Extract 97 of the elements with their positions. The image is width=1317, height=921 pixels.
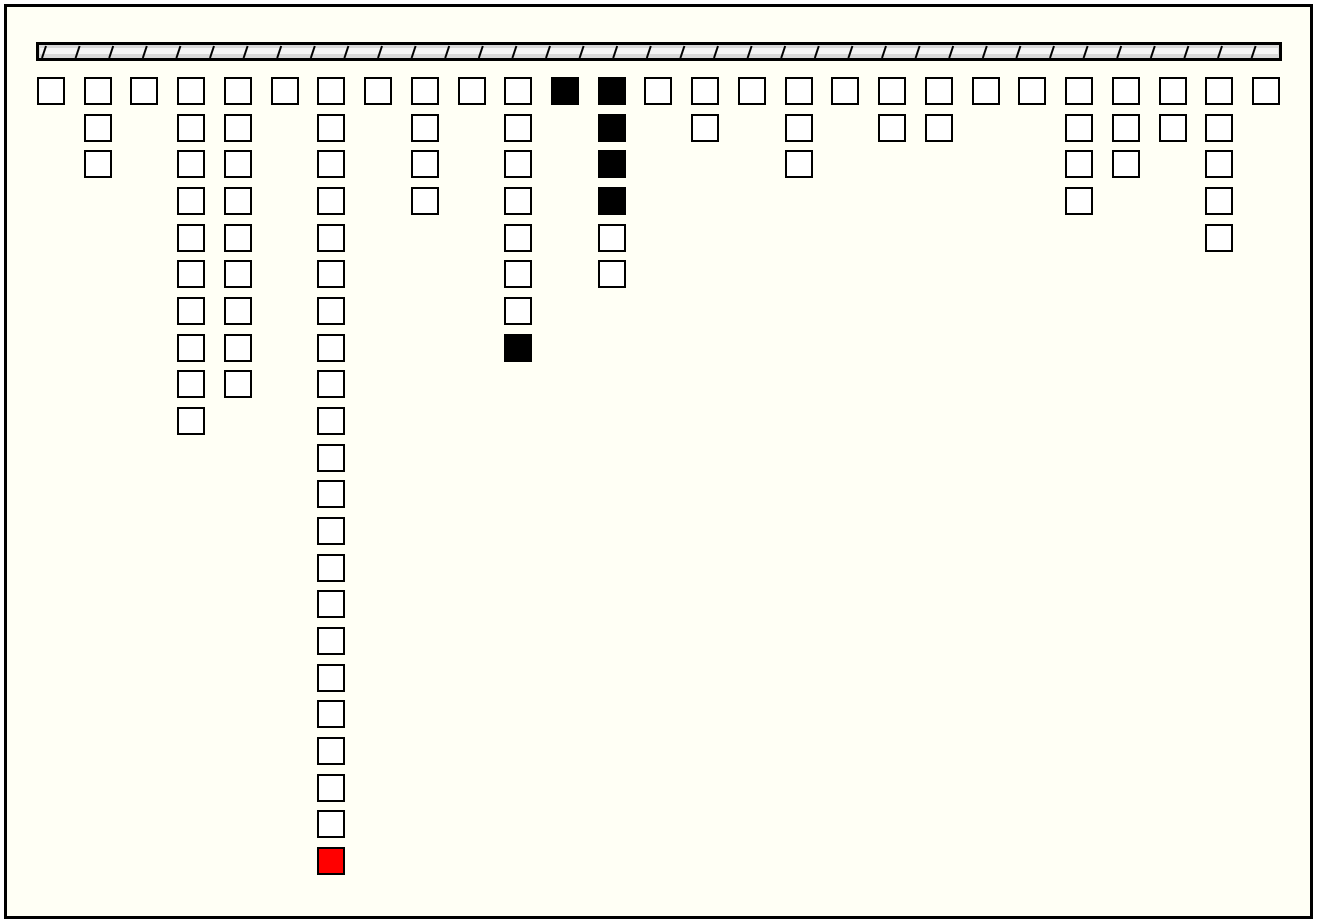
- empty-square: [1111, 77, 1140, 105]
- empty-square: [924, 113, 953, 142]
- empty-square: [317, 77, 346, 105]
- empty-square: [37, 77, 65, 105]
- empty-square: [504, 187, 533, 215]
- empty-square: [504, 297, 533, 325]
- empty-square: [1111, 150, 1140, 179]
- empty-square: [644, 77, 673, 105]
- empty-square: [971, 77, 1000, 105]
- empty-square: [223, 297, 252, 325]
- empty-square: [1158, 113, 1187, 142]
- empty-square: [317, 187, 346, 215]
- empty-square: [410, 113, 439, 142]
- empty-square: [317, 700, 346, 729]
- empty-square: [317, 443, 346, 472]
- empty-square: [691, 77, 720, 105]
- empty-square: [1205, 150, 1234, 179]
- filled-square: [597, 113, 626, 142]
- empty-square: [83, 77, 112, 105]
- empty-square: [737, 77, 766, 105]
- empty-square: [223, 370, 252, 399]
- empty-square: [1111, 113, 1140, 142]
- empty-square: [223, 223, 252, 252]
- empty-square: [317, 260, 346, 289]
- empty-square: [457, 77, 486, 105]
- empty-square: [1065, 150, 1094, 179]
- empty-square: [317, 773, 346, 802]
- empty-square: [1205, 223, 1234, 252]
- filled-square: [317, 847, 346, 876]
- empty-square: [223, 187, 252, 215]
- empty-square: [364, 77, 393, 105]
- empty-square: [223, 113, 252, 142]
- empty-square: [317, 333, 346, 362]
- empty-square: [504, 77, 533, 105]
- empty-square: [130, 77, 159, 105]
- empty-square: [784, 150, 813, 179]
- empty-square: [597, 260, 626, 289]
- empty-square: [1158, 77, 1187, 105]
- empty-square: [317, 370, 346, 399]
- filled-square: [597, 150, 626, 179]
- empty-square: [784, 113, 813, 142]
- empty-square: [1018, 77, 1047, 105]
- empty-square: [223, 333, 252, 362]
- empty-square: [410, 187, 439, 215]
- empty-square: [83, 150, 112, 179]
- empty-square: [177, 150, 206, 179]
- empty-square: [1065, 113, 1094, 142]
- empty-square: [177, 260, 206, 289]
- filled-square: [597, 77, 626, 105]
- empty-square: [317, 297, 346, 325]
- empty-square: [878, 113, 907, 142]
- empty-square: [410, 150, 439, 179]
- empty-square: [270, 77, 299, 105]
- empty-square: [691, 113, 720, 142]
- empty-square: [177, 77, 206, 105]
- empty-square: [597, 223, 626, 252]
- empty-square: [317, 737, 346, 766]
- empty-square: [878, 77, 907, 105]
- empty-square: [317, 113, 346, 142]
- empty-square: [177, 223, 206, 252]
- empty-square: [317, 480, 346, 509]
- empty-square: [317, 407, 346, 435]
- empty-square: [504, 150, 533, 179]
- empty-square: [177, 297, 206, 325]
- empty-square: [83, 113, 112, 142]
- empty-square: [317, 517, 346, 546]
- empty-square: [317, 627, 346, 656]
- empty-square: [1065, 187, 1094, 215]
- filled-square: [504, 333, 533, 362]
- empty-square: [223, 77, 252, 105]
- empty-square: [177, 333, 206, 362]
- empty-square: [1205, 113, 1234, 142]
- empty-square: [317, 553, 346, 582]
- empty-square: [223, 260, 252, 289]
- filled-square: [551, 77, 579, 105]
- empty-square: [317, 810, 346, 839]
- empty-square: [924, 77, 953, 105]
- empty-square: [177, 113, 206, 142]
- empty-square: [317, 590, 346, 619]
- empty-square: [504, 223, 533, 252]
- empty-square: [831, 77, 860, 105]
- filled-square: [597, 187, 626, 215]
- empty-square: [504, 260, 533, 289]
- empty-square: [177, 370, 206, 399]
- empty-square: [410, 77, 439, 105]
- empty-square: [504, 113, 533, 142]
- empty-square: [223, 150, 252, 179]
- empty-square: [317, 150, 346, 179]
- empty-square: [317, 223, 346, 252]
- empty-square: [317, 663, 346, 692]
- empty-square: [1251, 77, 1280, 105]
- empty-square: [1205, 77, 1234, 105]
- empty-square: [177, 187, 206, 215]
- empty-square: [177, 407, 206, 435]
- empty-square: [784, 77, 813, 105]
- empty-square: [1205, 187, 1234, 215]
- empty-square: [1065, 77, 1094, 105]
